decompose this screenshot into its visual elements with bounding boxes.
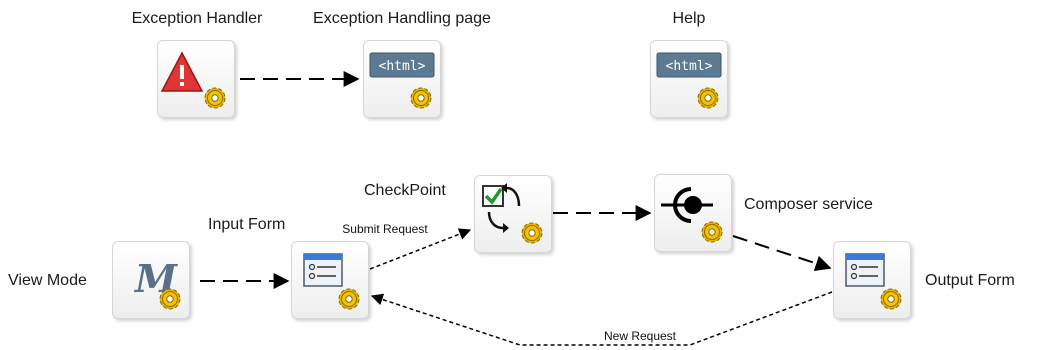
svg-text:<html>: <html> — [666, 59, 713, 74]
exception-page-node[interactable]: <html> — [363, 40, 441, 118]
checkpoint-icon — [482, 183, 543, 244]
gear-icon — [701, 221, 723, 243]
help-node[interactable]: <html> — [650, 40, 728, 118]
input-form-node[interactable] — [291, 241, 369, 319]
view-mode-label: View Mode — [8, 272, 87, 289]
gear-icon — [204, 87, 226, 109]
svg-text:<html>: <html> — [379, 59, 426, 74]
help-label: Help — [672, 10, 706, 27]
checkpoint-node[interactable] — [474, 175, 552, 253]
edge-composer-to-outputform — [732, 235, 832, 272]
html-page-icon: <html> — [656, 52, 722, 109]
edge-new-request — [370, 291, 833, 346]
view-mode-node[interactable]: M — [112, 241, 190, 319]
gear-icon — [521, 222, 543, 244]
gear-icon — [410, 87, 432, 109]
gear-icon — [338, 288, 360, 310]
form-icon — [303, 253, 360, 310]
gear-icon — [697, 87, 719, 109]
gear-icon — [880, 288, 902, 310]
view-mode-icon: M — [133, 256, 181, 310]
service-icon — [661, 187, 723, 243]
output-form-node[interactable] — [833, 241, 911, 319]
output-form-label: Output Form — [925, 272, 1015, 289]
form-icon — [845, 253, 902, 310]
composer-service-node[interactable] — [654, 174, 732, 252]
edge-submit-request — [369, 228, 472, 270]
submit-request-label: Submit Request — [342, 222, 428, 236]
html-page-icon: <html> — [369, 52, 435, 109]
composer-label: Composer service — [744, 196, 873, 213]
exception-handler-node[interactable] — [157, 40, 235, 118]
new-request-label: New Request — [603, 329, 677, 343]
input-form-label: Input Form — [208, 216, 286, 233]
exception-handler-label: Exception Handler — [131, 10, 263, 27]
exception-page-label: Exception Handling page — [313, 10, 491, 27]
checkpoint-label: CheckPoint — [364, 182, 446, 199]
warning-icon — [160, 51, 226, 109]
gear-icon — [159, 288, 181, 310]
